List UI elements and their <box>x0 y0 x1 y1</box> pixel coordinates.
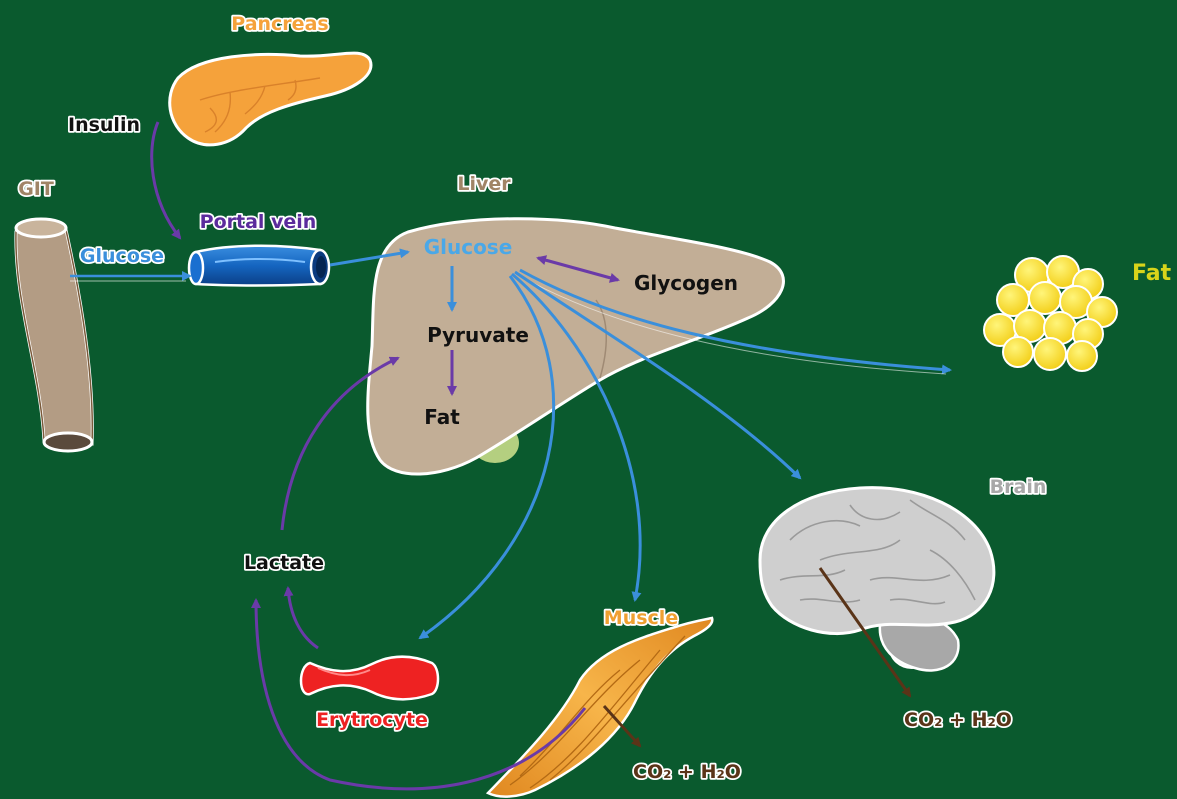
pyruvate-label: Pyruvate <box>427 323 529 347</box>
muscle-label: Muscle <box>604 607 678 629</box>
erythrocyte-label: Erytrocyte <box>316 709 428 731</box>
pancreas-organ-icon <box>170 53 371 145</box>
insulin-arrow <box>152 122 180 238</box>
fat-cell-cluster-icon <box>984 256 1117 371</box>
brain-organ-icon <box>760 488 994 671</box>
fat-tissue-label: Fat <box>1132 261 1172 286</box>
red-blood-cell-icon <box>301 657 438 700</box>
vein-cylinder-icon <box>189 246 329 286</box>
liver-label: Liver <box>457 173 511 195</box>
lactate-label: Lactate <box>244 552 324 574</box>
brain-product-label: CO₂ + H₂O <box>904 709 1012 731</box>
glucose-liver-label: Glucose <box>424 235 513 259</box>
pancreas-label: Pancreas <box>231 13 328 35</box>
muscle-product-label: CO₂ + H₂O <box>633 761 741 783</box>
portal-vein-label: Portal vein <box>200 211 317 233</box>
glycogen-label: Glycogen <box>634 271 738 295</box>
brain-label: Brain <box>990 476 1047 498</box>
git-label: GIT <box>18 178 54 200</box>
insulin-label: Insulin <box>68 114 140 136</box>
erythrocyte-to-lactate-arrow <box>288 588 318 648</box>
fat-liver-label: Fat <box>424 405 460 429</box>
glucose-git-label: Glucose <box>80 245 164 267</box>
